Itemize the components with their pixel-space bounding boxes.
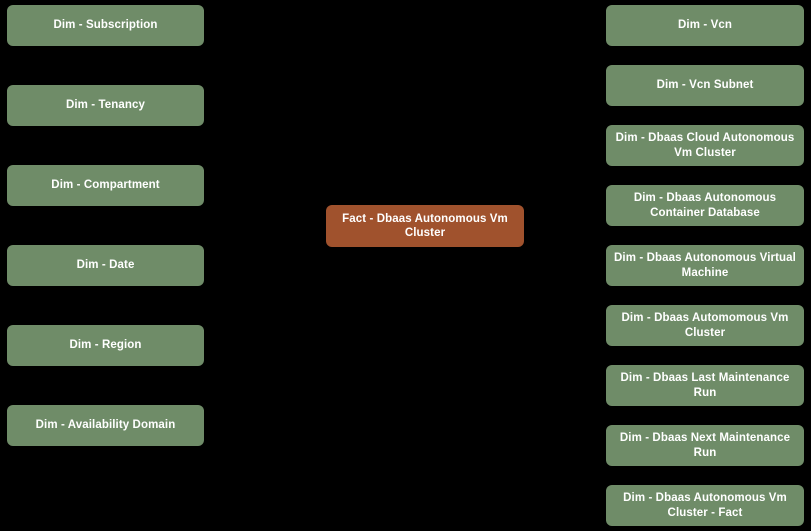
dimension-node-dim-dbaas-cloud-autonomous-vm-cluster-label: Dim - Dbaas Cloud Autonomous Vm Cluster (615, 132, 795, 159)
dimension-node-dim-dbaas-autonomous-vm-cluster-fact-label: Dim - Dbaas Autonomous Vm Cluster - Fact (623, 492, 787, 519)
dimension-node-dim-date-label: Dim - Date (76, 259, 135, 272)
dimension-node-dim-vcn[interactable]: Dim - Vcn (606, 5, 804, 46)
dimension-node-dim-subscription-label: Dim - Subscription (53, 19, 158, 32)
dimension-node-dim-vcn-subnet[interactable]: Dim - Vcn Subnet (606, 65, 804, 106)
dimension-node-dim-dbaas-autonomous-vm-cluster-fact[interactable]: Dim - Dbaas Autonomous Vm Cluster - Fact (606, 485, 804, 526)
dimension-node-dim-dbaas-automomous-vm-cluster[interactable]: Dim - Dbaas Automomous Vm Cluster (606, 305, 804, 346)
dimension-node-dim-dbaas-autonomous-virtual-machine-label: Dim - Dbaas Autonomous Virtual Machine (614, 252, 796, 279)
dimension-node-dim-compartment-label: Dim - Compartment (51, 179, 160, 192)
fact-node-fact-dbaas-autonomous-vm-cluster-label: Fact - Dbaas Autonomous Vm Cluster (342, 212, 508, 239)
dimension-node-dim-dbaas-autonomous-container-database[interactable]: Dim - Dbaas Autonomous Container Databas… (606, 185, 804, 226)
dimension-node-dim-tenancy[interactable]: Dim - Tenancy (7, 85, 204, 126)
dimension-node-dim-dbaas-last-maintenance-run[interactable]: Dim - Dbaas Last Maintenance Run (606, 365, 804, 406)
dimension-node-dim-dbaas-next-maintenance-run[interactable]: Dim - Dbaas Next Maintenance Run (606, 425, 804, 466)
fact-node-fact-dbaas-autonomous-vm-cluster[interactable]: Fact - Dbaas Autonomous Vm Cluster (326, 205, 524, 247)
dimension-node-dim-availability-domain[interactable]: Dim - Availability Domain (7, 405, 204, 446)
dimension-node-dim-dbaas-last-maintenance-run-label: Dim - Dbaas Last Maintenance Run (620, 372, 790, 399)
dimension-node-dim-date[interactable]: Dim - Date (7, 245, 204, 286)
dimension-node-dim-tenancy-label: Dim - Tenancy (65, 99, 146, 112)
dimension-node-dim-dbaas-next-maintenance-run-label: Dim - Dbaas Next Maintenance Run (619, 432, 791, 459)
dimension-node-dim-subscription[interactable]: Dim - Subscription (7, 5, 204, 46)
dimension-node-dim-compartment[interactable]: Dim - Compartment (7, 165, 204, 206)
dimension-node-dim-dbaas-autonomous-virtual-machine[interactable]: Dim - Dbaas Autonomous Virtual Machine (606, 245, 804, 286)
dimension-node-dim-region[interactable]: Dim - Region (7, 325, 204, 366)
dimension-node-dim-vcn-label: Dim - Vcn (678, 19, 732, 32)
dimension-node-dim-region-label: Dim - Region (69, 339, 142, 352)
dimension-node-dim-dbaas-autonomous-container-database-label: Dim - Dbaas Autonomous Container Databas… (633, 192, 777, 219)
dimension-node-dim-availability-domain-label: Dim - Availability Domain (35, 419, 176, 432)
dimension-node-dim-dbaas-automomous-vm-cluster-label: Dim - Dbaas Automomous Vm Cluster (621, 312, 789, 339)
dimension-node-dim-vcn-subnet-label: Dim - Vcn Subnet (656, 79, 754, 92)
dimension-node-dim-dbaas-cloud-autonomous-vm-cluster[interactable]: Dim - Dbaas Cloud Autonomous Vm Cluster (606, 125, 804, 166)
